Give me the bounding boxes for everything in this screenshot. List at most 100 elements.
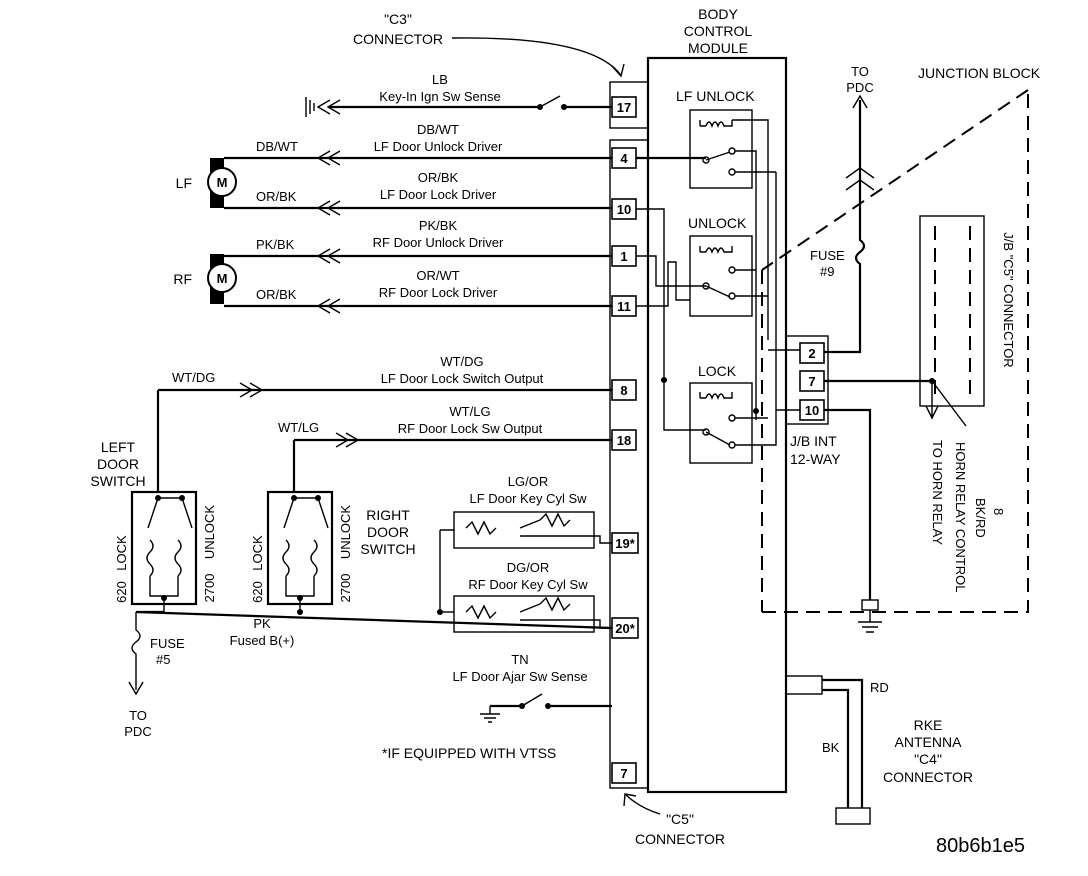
svg-text:PK/BK: PK/BK: [419, 218, 458, 233]
svg-text:LF: LF: [176, 175, 192, 191]
jb-c5-connector: J/B "C5" CONNECTOR: [919, 215, 1016, 407]
junction-block-outline: [761, 89, 1029, 613]
c3-arrowhead: [611, 63, 625, 78]
svg-text:WT/LG: WT/LG: [449, 404, 490, 419]
svg-text:UNLOCK: UNLOCK: [202, 505, 217, 560]
pin-11: 11: [611, 295, 637, 317]
body-control-module-box: [646, 56, 788, 794]
pin-17: 17: [611, 96, 637, 118]
svg-text:RF: RF: [173, 271, 192, 287]
svg-text:10: 10: [805, 403, 819, 418]
svg-text:RKE: RKE: [914, 717, 943, 733]
svg-text:SWITCH: SWITCH: [360, 541, 415, 557]
c3-pointer-arrow: [451, 37, 621, 75]
svg-text:1: 1: [620, 249, 627, 264]
c3-label-1: "C3": [384, 11, 412, 27]
svg-text:19*: 19*: [615, 536, 635, 551]
pin-7-c5: 7: [611, 762, 637, 784]
svg-text:OR/WT: OR/WT: [416, 268, 459, 283]
rf-door-lock-motor: M RF: [173, 254, 237, 304]
svg-text:OR/BK: OR/BK: [418, 170, 459, 185]
svg-text:OR/BK: OR/BK: [256, 287, 297, 302]
fuse-5: FUSE #5 TO PDC: [124, 612, 185, 739]
pin-4: 4: [611, 147, 637, 169]
junction-block-label: JUNCTION BLOCK: [918, 65, 1041, 81]
svg-text:10: 10: [617, 202, 631, 217]
svg-text:DB/WT: DB/WT: [256, 139, 298, 154]
svg-text:SWITCH: SWITCH: [90, 473, 145, 489]
lf-door-lock-motor: M LF: [176, 158, 237, 208]
svg-text:7: 7: [808, 374, 815, 389]
svg-text:PDC: PDC: [846, 80, 873, 95]
svg-text:11: 11: [617, 299, 631, 314]
bcm-connector-strip: [609, 139, 649, 789]
svg-text:2700: 2700: [202, 574, 217, 603]
svg-text:RF Door Lock Sw Output: RF Door Lock Sw Output: [398, 421, 543, 436]
svg-text:BK: BK: [822, 740, 840, 755]
rke-antenna: RD BK RKE ANTENNA "C4" CONNECTOR: [785, 675, 973, 825]
svg-text:LF Door Unlock Driver: LF Door Unlock Driver: [374, 139, 503, 154]
circuit-rf-switch-output: WT/LG WT/LG RF Door Lock Sw Output: [278, 404, 612, 492]
svg-text:Fused B(+): Fused B(+): [230, 633, 295, 648]
fuse-9: TO PDC FUSE #9: [810, 64, 875, 354]
svg-text:LOCK: LOCK: [114, 535, 129, 571]
svg-text:WT/LG: WT/LG: [278, 420, 319, 435]
svg-text:LOCK: LOCK: [698, 363, 737, 379]
svg-text:RIGHT: RIGHT: [366, 507, 410, 523]
svg-text:RF Door Unlock Driver: RF Door Unlock Driver: [373, 235, 504, 250]
lf-key-cylinder-switch: LG/OR LF Door Key Cyl Sw: [439, 474, 612, 612]
svg-text:DG/OR: DG/OR: [507, 560, 550, 575]
svg-text:OR/BK: OR/BK: [256, 189, 297, 204]
svg-text:8: 8: [620, 383, 627, 398]
relay-lock: LOCK: [636, 172, 800, 464]
bcm-title-1: BODY: [698, 6, 738, 22]
pin-1: 1: [611, 245, 637, 267]
svg-text:#9: #9: [820, 264, 834, 279]
circuit-rf-lock: OR/BK OR/WT RF Door Lock Driver: [224, 268, 612, 314]
jb-int-label-1: J/B INT: [790, 433, 837, 449]
svg-text:PK: PK: [253, 616, 271, 631]
svg-text:LF Door Lock Switch Output: LF Door Lock Switch Output: [381, 371, 544, 386]
svg-text:LF Door Ajar Sw Sense: LF Door Ajar Sw Sense: [452, 669, 587, 684]
c5-label-1: "C5": [666, 811, 694, 827]
svg-text:18: 18: [617, 433, 631, 448]
pin-19: 19*: [611, 532, 639, 554]
svg-text:BK/RD: BK/RD: [973, 498, 988, 538]
pin-20: 20*: [611, 617, 639, 639]
svg-text:LF Door Lock Driver: LF Door Lock Driver: [380, 187, 497, 202]
c3-connector-block: [609, 81, 649, 129]
circuit-fused-b-plus: PK Fused B(+): [135, 609, 613, 648]
junction-dot-2: [753, 408, 759, 414]
svg-text:LB: LB: [432, 72, 448, 87]
svg-text:J/B "C5" CONNECTOR: J/B "C5" CONNECTOR: [1001, 232, 1016, 367]
svg-text:TO: TO: [851, 64, 869, 79]
svg-text:2700: 2700: [338, 574, 353, 603]
svg-text:RF Door Lock Driver: RF Door Lock Driver: [379, 285, 498, 300]
svg-text:LF UNLOCK: LF UNLOCK: [676, 88, 755, 104]
figure-code: 80b6b1e5: [936, 835, 1025, 857]
relay-lf-unlock: LF UNLOCK: [636, 88, 776, 420]
svg-text:2: 2: [808, 346, 815, 361]
svg-text:620: 620: [250, 581, 265, 603]
svg-text:HORN RELAY CONTROL: HORN RELAY CONTROL: [953, 442, 968, 593]
svg-text:TO: TO: [129, 708, 147, 723]
svg-text:#5: #5: [156, 652, 170, 667]
bcm-title-2: CONTROL: [684, 23, 753, 39]
svg-text:"C4": "C4": [914, 751, 942, 767]
svg-text:WT/DG: WT/DG: [440, 354, 483, 369]
c5-arrowhead: [623, 793, 637, 807]
svg-text:UNLOCK: UNLOCK: [338, 505, 353, 560]
svg-text:4: 4: [620, 151, 628, 166]
circuit-horn-relay-control: TO HORN RELAY HORN RELAY CONTROL BK/RD 8: [824, 378, 1006, 593]
svg-text:Key-In Ign Sw Sense: Key-In Ign Sw Sense: [379, 89, 500, 104]
svg-text:LOCK: LOCK: [250, 535, 265, 571]
c5-pointer-arrow: [625, 794, 661, 815]
circuit-lf-switch-output: WT/DG WT/DG LF Door Lock Switch Output: [156, 354, 612, 492]
svg-text:8: 8: [991, 508, 1006, 515]
svg-text:LG/OR: LG/OR: [508, 474, 548, 489]
junction-dot: [661, 377, 667, 383]
svg-text:17: 17: [617, 100, 631, 115]
svg-text:UNLOCK: UNLOCK: [688, 215, 747, 231]
svg-text:WT/DG: WT/DG: [172, 370, 215, 385]
